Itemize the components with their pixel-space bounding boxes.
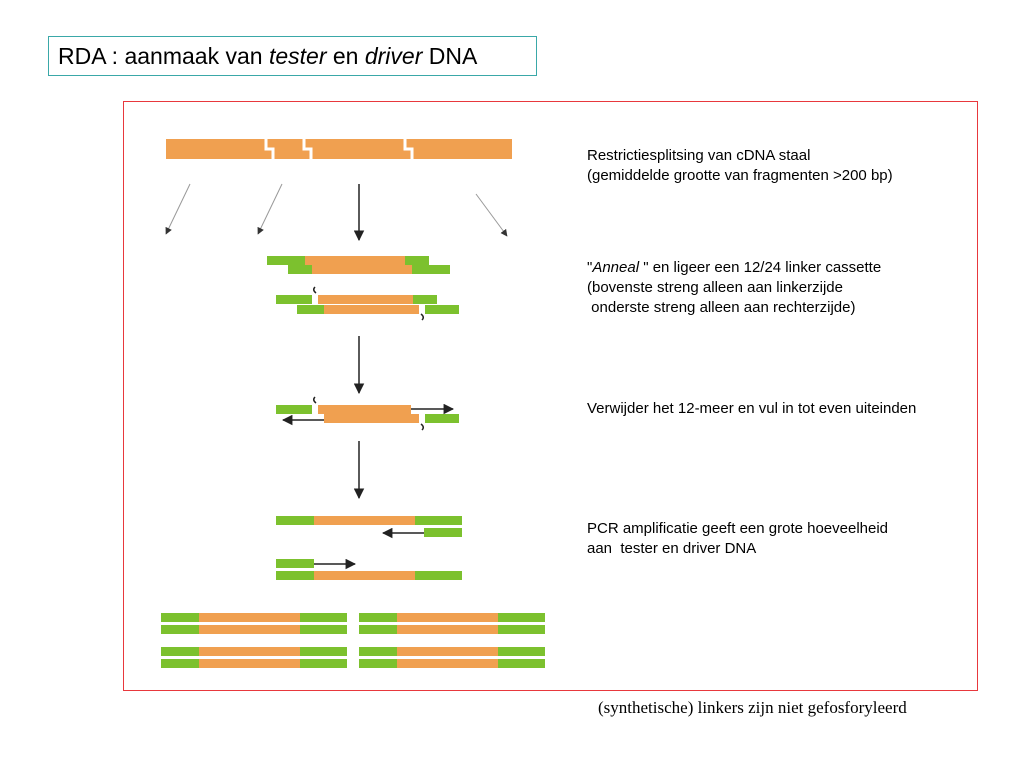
title-tester: tester <box>268 43 327 69</box>
cdna-top-strand <box>305 256 405 265</box>
nick-mark <box>312 286 317 294</box>
fill-in-fragment <box>276 396 459 431</box>
linker-left <box>359 613 397 622</box>
title-text-1: RDA : aanmaak van <box>58 43 269 69</box>
step-1-line-1: Restrictiesplitsing van cDNA staal <box>587 147 811 164</box>
cdna-bottom-strand <box>324 414 419 423</box>
amplified-product <box>161 647 347 668</box>
cdna-bottom-strand <box>312 265 412 274</box>
cdna-top-strand <box>318 295 413 304</box>
linker-right <box>300 647 347 656</box>
restriction-cut <box>302 137 313 161</box>
step-2-caption: "Anneal " en ligeer een 12/24 linker cas… <box>587 258 881 318</box>
linker-right <box>415 571 462 580</box>
step-4-line-2: aan tester en driver DNA <box>587 540 757 557</box>
linker-right <box>300 659 347 668</box>
linker-left <box>161 647 199 656</box>
fragment-arrow <box>475 193 508 237</box>
step-3-caption: Verwijder het 12-meer en vul in tot even… <box>587 399 916 419</box>
cdna-strand <box>314 516 415 525</box>
step-2-line-1: "Anneal " en ligeer een 12/24 linker cas… <box>587 259 882 276</box>
linker-bottom-left <box>297 305 324 314</box>
step-2-line-3: onderste streng alleen aan rechterzijde) <box>587 299 856 316</box>
title-text-3: DNA <box>422 43 478 69</box>
linker-bottom-right <box>425 414 459 423</box>
step-4-line-1: PCR amplificatie geeft een grote hoeveel… <box>587 520 889 537</box>
cdna-top-strand <box>318 405 411 414</box>
linker-top-left <box>276 405 312 414</box>
pcr-duplex-1 <box>276 516 462 539</box>
cdna-strand <box>314 571 415 580</box>
amplified-product <box>161 613 347 634</box>
diagram-frame <box>123 101 978 691</box>
linker-top-right <box>413 295 437 304</box>
cdna-strand <box>199 647 300 656</box>
title-driver: driver <box>364 43 423 69</box>
step-1-caption: Restrictiesplitsing van cDNA staal (gemid… <box>587 146 893 186</box>
linker-right <box>498 625 545 634</box>
slide-title: RDA : aanmaak van tester en driver DNA <box>48 36 537 76</box>
amplified-product <box>359 613 545 634</box>
primer <box>276 559 314 568</box>
linker-right <box>498 659 545 668</box>
linker-left <box>359 625 397 634</box>
cdna-strand-full <box>166 137 512 161</box>
linker-left <box>359 659 397 668</box>
linker-top-right <box>405 256 429 265</box>
linker-top-left <box>267 256 305 265</box>
linker-right <box>498 647 545 656</box>
fragment-arrow <box>257 183 283 235</box>
linker-left <box>359 647 397 656</box>
step-4-caption: PCR amplificatie geeft een grote hoeveel… <box>587 519 888 559</box>
linker-left <box>161 659 199 668</box>
linker-left <box>276 571 314 580</box>
ligated-fragment-b <box>276 286 459 321</box>
cdna-strand <box>397 659 498 668</box>
linker-left <box>276 516 314 525</box>
linker-right <box>300 613 347 622</box>
linker-right <box>300 625 347 634</box>
cdna-segment <box>166 139 512 159</box>
anneal-term: Anneal <box>592 259 640 276</box>
primer <box>424 528 462 537</box>
restriction-cut <box>264 137 275 161</box>
cdna-strand <box>199 659 300 668</box>
nick-mark <box>420 423 425 431</box>
pcr-duplex-2 <box>276 558 462 580</box>
linker-right <box>415 516 462 525</box>
cdna-strand <box>397 625 498 634</box>
restriction-cut <box>403 137 414 161</box>
linker-left <box>161 625 199 634</box>
footnote: (synthetische) linkers zijn niet gefosfo… <box>598 698 907 717</box>
step-2-line-2: (bovenste streng alleen aan linkerzijde <box>587 279 843 296</box>
fragment-arrow <box>165 183 191 235</box>
ligated-fragment-a <box>267 256 450 274</box>
linker-bottom-left <box>288 265 312 274</box>
linker-bottom-right <box>425 305 459 314</box>
cdna-strand <box>397 647 498 656</box>
step-3-line-1: Verwijder het 12-meer en vul in tot even… <box>587 400 917 417</box>
linker-bottom-right <box>412 265 450 274</box>
step-1-line-2: (gemiddelde grootte van fragmenten >200 … <box>587 167 893 184</box>
nick-mark <box>420 313 425 321</box>
amplified-product <box>359 647 545 668</box>
title-text-2: en <box>326 43 365 69</box>
cdna-bottom-strand <box>324 305 419 314</box>
nick-mark <box>312 396 317 404</box>
linker-left <box>161 613 199 622</box>
linker-right <box>498 613 545 622</box>
cdna-strand <box>199 625 300 634</box>
cdna-strand <box>397 613 498 622</box>
linker-top-left <box>276 295 312 304</box>
amplified-products <box>161 613 545 668</box>
cdna-strand <box>199 613 300 622</box>
